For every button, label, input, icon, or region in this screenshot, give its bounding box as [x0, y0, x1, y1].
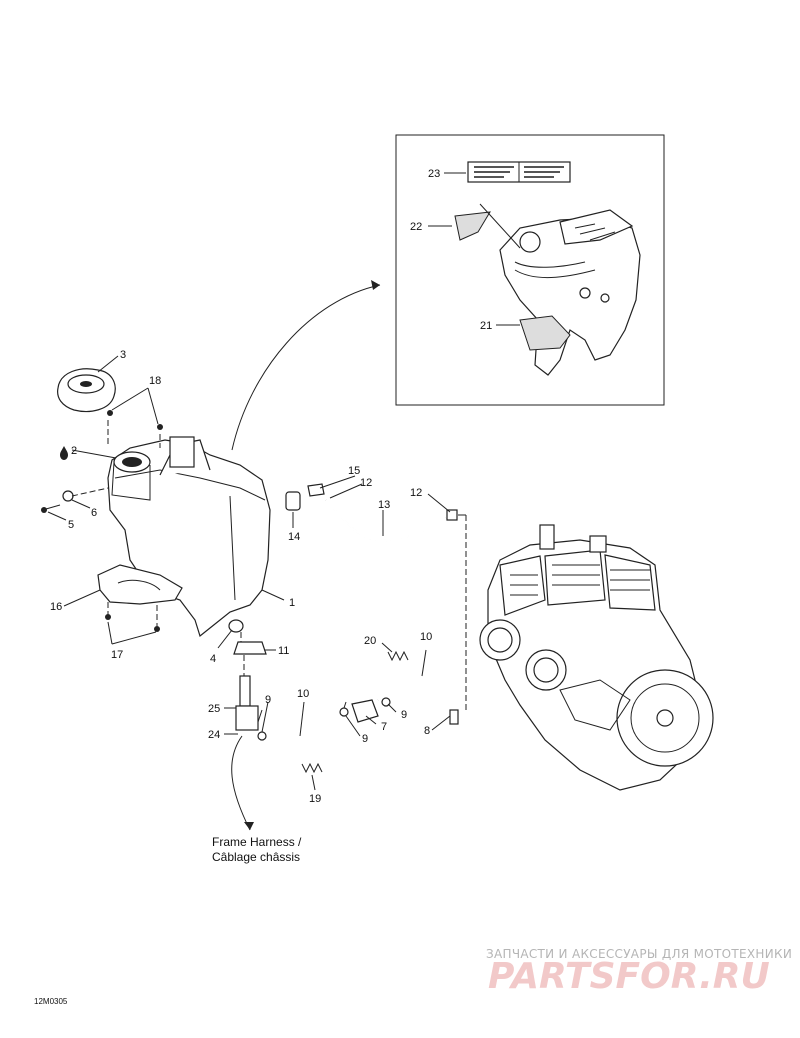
callout-17: 17 [111, 649, 123, 661]
callout-15: 15 [348, 465, 360, 477]
callout-12b: 12 [410, 487, 422, 499]
watermark-brand: PARTSFOR.RU [488, 956, 770, 997]
callout-8: 8 [424, 725, 430, 737]
callout-20: 20 [364, 635, 376, 647]
callout-24: 24 [208, 729, 220, 741]
engine [479, 524, 714, 791]
callout-4: 4 [210, 653, 216, 665]
callout-12a: 12 [360, 477, 372, 489]
callout-9b: 9 [362, 733, 368, 745]
callout-10a: 10 [420, 631, 432, 643]
callout-1: 1 [289, 597, 295, 609]
oil-pump-line [231, 514, 467, 831]
callout-9c: 9 [401, 709, 407, 721]
callout-9a: 9 [265, 694, 271, 706]
callout-2: 2 [71, 445, 77, 457]
inset-panel [395, 134, 665, 406]
callout-21: 21 [480, 320, 492, 332]
oil-tank-assembly [41, 368, 458, 731]
callout-13: 13 [378, 499, 390, 511]
watermark-tagline: ЗАПЧАСТИ И АКСЕССУАРЫ ДЛЯ МОТОТЕХНИКИ [486, 947, 792, 961]
oil-drop-icon [60, 446, 68, 460]
callout-labels: 1 2 3 4 5 6 7 8 9 9 9 10 10 11 12 12 13 … [50, 168, 492, 805]
callout-5: 5 [68, 519, 74, 531]
callout-25: 25 [208, 703, 220, 715]
leader-lines [47, 172, 520, 791]
callout-22: 22 [410, 221, 422, 233]
callout-14: 14 [288, 531, 300, 543]
callout-10b: 10 [297, 688, 309, 700]
callout-7: 7 [381, 721, 387, 733]
callout-16: 16 [50, 601, 62, 613]
callout-19: 19 [309, 793, 321, 805]
callout-11: 11 [278, 645, 289, 657]
callout-6: 6 [91, 507, 97, 519]
callout-23: 23 [428, 168, 440, 180]
callout-3: 3 [120, 349, 126, 361]
callout-18: 18 [149, 375, 161, 387]
reference-code: 12M0305 [34, 997, 68, 1006]
frame-harness-caption-line2: Câblage châssis [212, 850, 300, 864]
frame-harness-caption-line1: Frame Harness / [212, 835, 302, 849]
